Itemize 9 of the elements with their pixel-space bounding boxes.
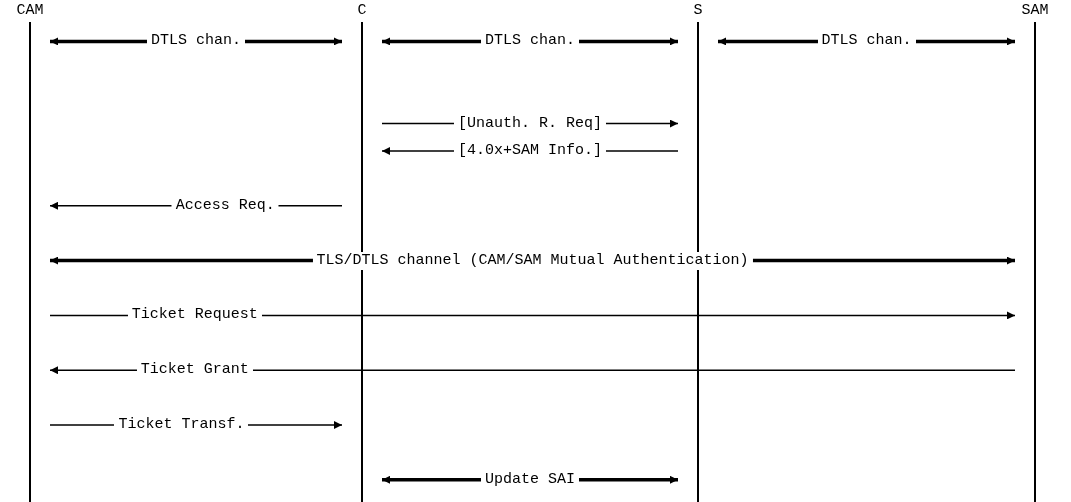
lifeline-label: S bbox=[693, 2, 703, 20]
lifeline-label: CAM bbox=[16, 2, 44, 20]
edge-label: TLS/DTLS channel (CAM/SAM Mutual Authentication) bbox=[312, 251, 753, 270]
lifeline-label: SAM bbox=[1021, 2, 1049, 20]
edge-label: Access Req. bbox=[171, 196, 279, 215]
edge-label: [Unauth. R. Req] bbox=[454, 114, 606, 133]
lifeline-label: C bbox=[357, 2, 367, 20]
edge-label: [4.0x+SAM Info.] bbox=[454, 142, 606, 160]
edge-label: Update SAI bbox=[481, 470, 579, 489]
